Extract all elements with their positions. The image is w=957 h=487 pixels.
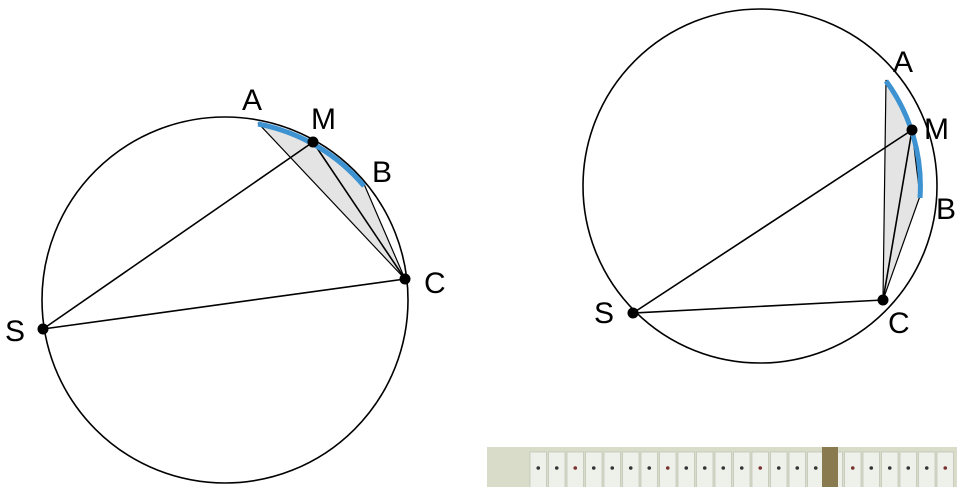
left-chord-m-c [312, 141, 406, 280]
left-label-b: B [372, 156, 392, 189]
right-chord-s-m [632, 129, 913, 314]
photo-dot [795, 466, 800, 470]
left-label-a: A [242, 84, 262, 117]
left-figure: A M B C S [5, 84, 446, 484]
photo-cells [529, 451, 954, 487]
right-chord-m-c [882, 129, 913, 301]
right-arc-a-b [883, 79, 923, 199]
photo-dot [647, 466, 652, 470]
photo-dot [776, 466, 781, 470]
right-label-b: B [936, 193, 956, 226]
photo-pole [822, 447, 838, 487]
left-point-m [307, 136, 319, 148]
right-label-m: M [924, 113, 949, 146]
photo-dot [610, 466, 615, 470]
left-point-s [37, 323, 49, 335]
photo-dot [943, 466, 948, 470]
photo-dot [684, 466, 689, 470]
photo-dot [591, 466, 596, 470]
right-chord-s-c [632, 299, 884, 314]
left-shaded-region [257, 122, 406, 280]
photo-dot [739, 466, 744, 470]
right-label-c: C [888, 307, 910, 340]
right-label-s: S [594, 297, 614, 330]
photo-dot [869, 466, 874, 470]
photo-dot [536, 466, 541, 470]
left-label-c: C [424, 267, 446, 300]
right-point-s [627, 307, 639, 319]
left-chord-s-m [42, 141, 314, 330]
photo-dot [887, 466, 892, 470]
photo-dot [758, 466, 763, 470]
photo-dot [850, 466, 855, 470]
photo-dot [702, 466, 707, 470]
right-point-m [906, 124, 918, 136]
right-label-a: A [893, 46, 913, 79]
right-figure: A M B C S [582, 8, 956, 364]
photo-strip [487, 447, 957, 487]
left-label-m: M [311, 103, 336, 136]
photo-dot [628, 466, 633, 470]
photo-dot [906, 466, 911, 470]
photo-dot [924, 466, 929, 470]
left-label-s: S [5, 315, 25, 348]
photo-dot [573, 466, 578, 470]
left-chord-s-c [42, 278, 406, 330]
right-circle [582, 8, 938, 364]
photo-dot [721, 466, 726, 470]
left-circle [41, 116, 409, 484]
left-point-c [399, 273, 411, 285]
right-point-c [877, 294, 889, 306]
photo-dot [554, 466, 559, 470]
photo-dot [813, 466, 818, 470]
photo-dot [665, 466, 670, 470]
